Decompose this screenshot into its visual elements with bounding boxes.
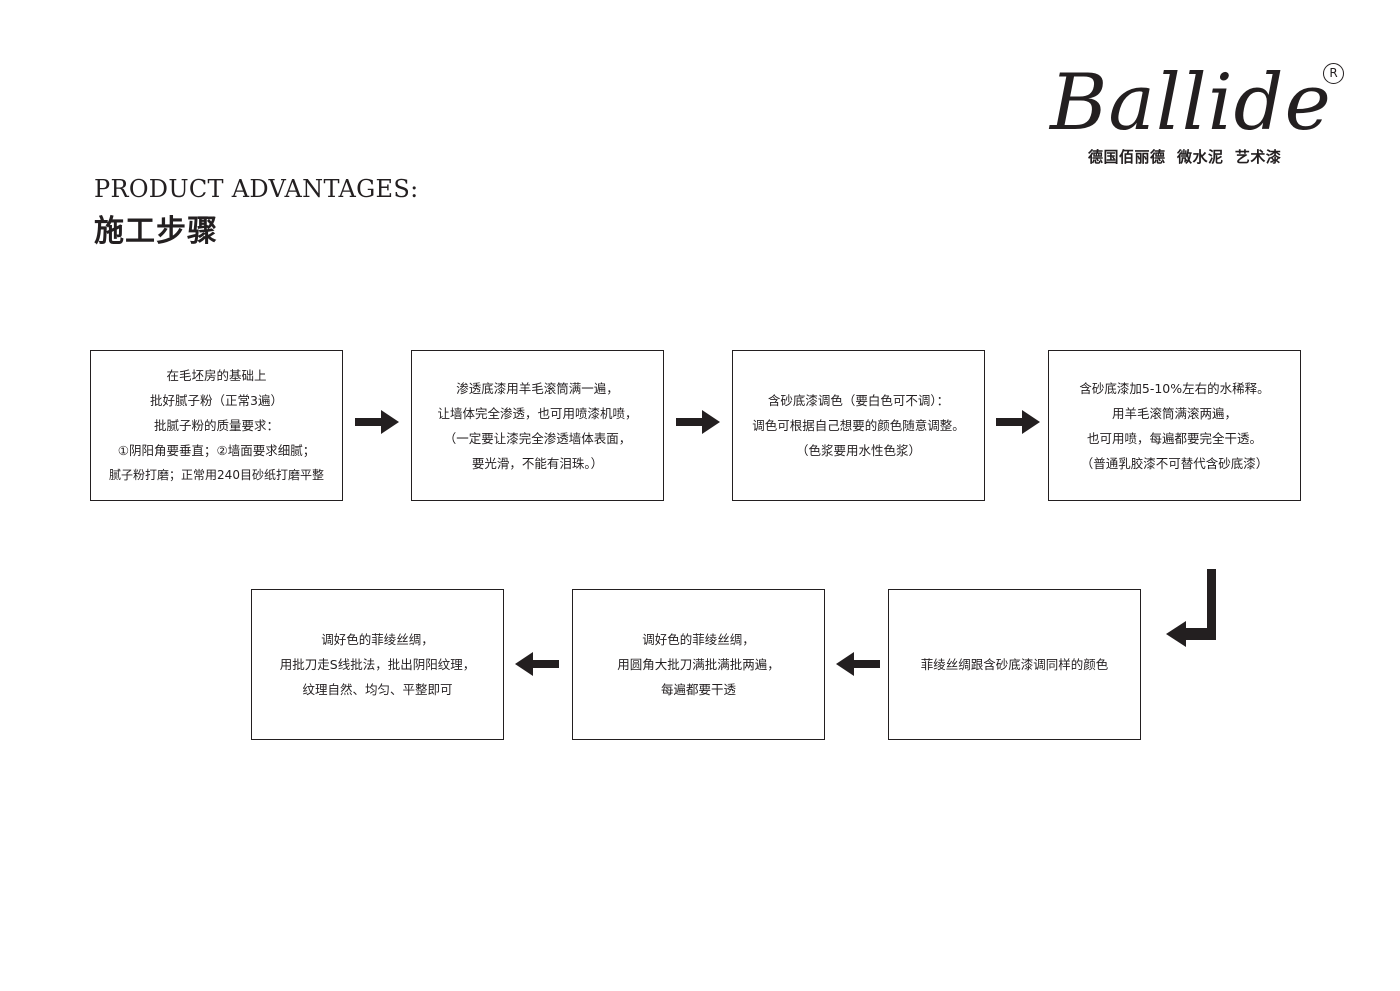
step-text-line: 含砂底漆加5-10%左右的水稀释。 <box>1079 380 1270 396</box>
step-text-line: 调色可根据自己想要的颜色随意调整。 <box>752 418 965 433</box>
step-box-2: 渗透底漆用羊毛滚筒满一遍， 让墙体完全渗透，也可用喷漆机喷， （一定要让漆完全渗… <box>411 350 664 501</box>
step-text-line: 用圆角大批刀满批满批两遍， <box>617 657 780 672</box>
arrow-left-icon <box>836 652 880 676</box>
page-title-english: PRODUCT ADVANTAGES: <box>94 175 419 203</box>
step-text-line: （色浆要用水性色浆） <box>795 443 921 458</box>
step-text-line: 渗透底漆用羊毛滚筒满一遍， <box>456 380 619 396</box>
step-text-line: 用羊毛滚筒满滚两遍， <box>1111 405 1237 421</box>
logo-script-text: Ballide <box>1050 58 1332 148</box>
step-box-4: 含砂底漆加5-10%左右的水稀释。 用羊毛滚筒满滚两遍， 也可用喷，每遍都要完全… <box>1048 350 1301 501</box>
arrow-right-icon <box>355 410 399 434</box>
step-text-line: 调好色的菲绫丝绸， <box>321 632 434 647</box>
step-text-line: 含砂底漆调色（要白色可不调）： <box>767 393 950 408</box>
step-text-line: 让墙体完全渗透，也可用喷漆机喷， <box>437 405 638 421</box>
step-box-1: 在毛坯房的基础上 批好腻子粉（正常3遍） 批腻子粉的质量要求： ①阴阳角要垂直；… <box>90 350 343 501</box>
step-box-7: 调好色的菲绫丝绸， 用批刀走S线批法，批出阴阳纹理， 纹理自然、均匀、平整即可 <box>251 589 504 740</box>
page-title-chinese: 施工步骤 <box>94 214 218 249</box>
step-text-line: 腻子粉打磨；正常用240目砂纸打磨平整 <box>109 468 324 482</box>
step-text-line: 要光滑，不能有泪珠。） <box>471 455 604 471</box>
brand-logo: Ballide R 德国佰丽德 微水泥 艺术漆 <box>1040 58 1360 178</box>
arrow-right-icon <box>676 410 720 434</box>
step-box-6: 调好色的菲绫丝绸， 用圆角大批刀满批满批两遍， 每遍都要干透 <box>572 589 825 740</box>
step-text-line: （普通乳胶漆不可替代含砂底漆） <box>1080 455 1269 471</box>
step-box-3: 含砂底漆调色（要白色可不调）： 调色可根据自己想要的颜色随意调整。 （色浆要用水… <box>732 350 985 501</box>
step-text-line: 菲绫丝绸跟含砂底漆调同样的颜色 <box>920 657 1109 672</box>
step-text-line: 每遍都要干透 <box>660 682 736 697</box>
step-box-5: 菲绫丝绸跟含砂底漆调同样的颜色 <box>888 589 1141 740</box>
step-text-line: 在毛坯房的基础上 <box>166 368 267 383</box>
step-text-line: 纹理自然、均匀、平整即可 <box>302 682 453 697</box>
step-text-line: 用批刀走S线批法，批出阴阳纹理， <box>279 657 476 672</box>
step-text-line: 也可用喷，每遍都要完全干透。 <box>1086 430 1262 446</box>
arrow-corner-down-left-icon <box>1166 569 1216 647</box>
brand-tagline: 德国佰丽德 微水泥 艺术漆 <box>1088 148 1282 166</box>
step-text-line: ①阴阳角要垂直；②墙面要求细腻； <box>117 443 316 458</box>
step-text-line: 批腻子粉的质量要求： <box>153 418 279 433</box>
step-text-line: 批好腻子粉（正常3遍） <box>150 393 283 408</box>
arrow-left-icon <box>515 652 559 676</box>
registered-mark-icon: R <box>1323 63 1344 84</box>
arrow-right-icon <box>996 410 1040 434</box>
step-text-line: （一定要让漆完全渗透墙体表面， <box>443 430 632 446</box>
step-text-line: 调好色的菲绫丝绸， <box>642 632 755 647</box>
